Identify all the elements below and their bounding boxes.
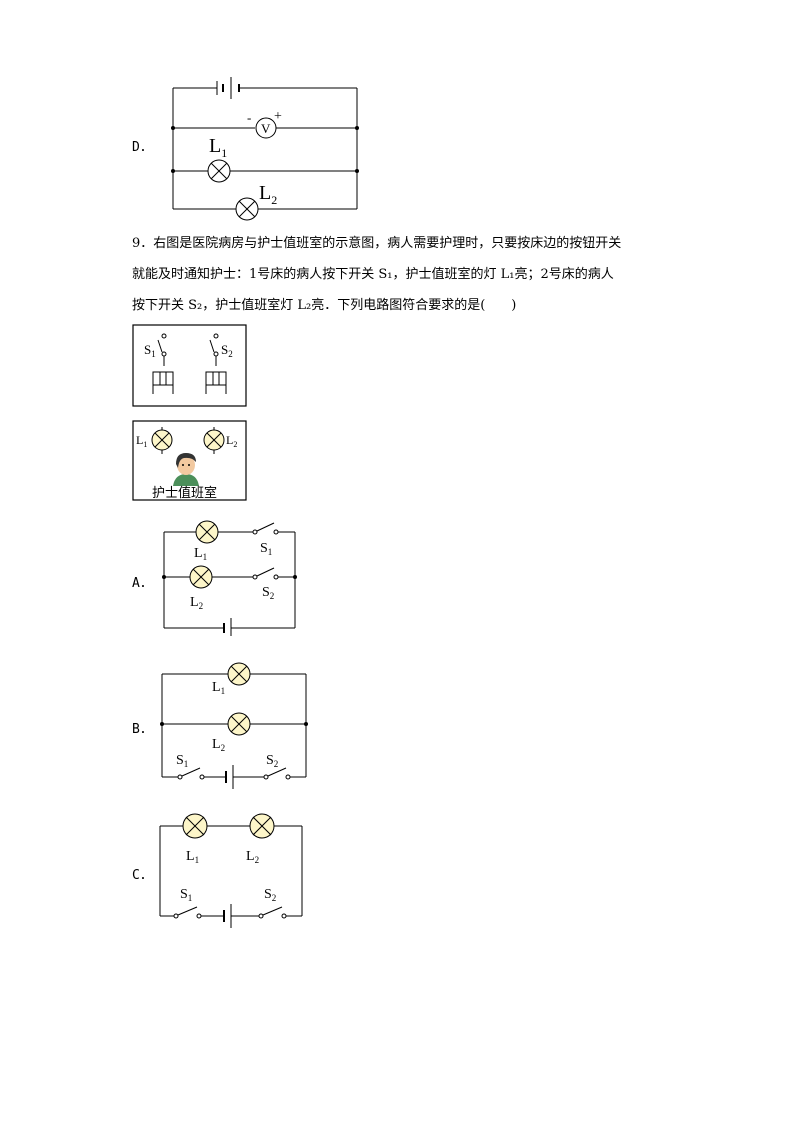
option-b-s1-label: S1 xyxy=(176,753,188,769)
nurse-room-l1-label: L1 xyxy=(136,433,147,449)
option-a-circuit: L1 S1 L2 S2 xyxy=(162,520,297,636)
voltmeter-negative-label: - xyxy=(247,110,251,125)
voltmeter-positive-label: + xyxy=(274,109,282,124)
option-b-circuit: L1 L2 S1 S2 xyxy=(160,662,308,789)
nurse-room-l2-label: L2 xyxy=(226,433,237,449)
option-b-l1-label: L1 xyxy=(212,680,225,696)
lamp-l1-label: L1 xyxy=(209,135,227,160)
option-a-s2-label: S2 xyxy=(262,585,274,601)
ward-figure: S1 S2 xyxy=(132,324,247,407)
option-c-label[interactable]: C． xyxy=(132,868,153,883)
option-d-circuit: - V + L1 L2 xyxy=(171,77,359,221)
option-b-l2-label: L2 xyxy=(212,737,225,753)
option-b-s2-label: S2 xyxy=(266,753,278,769)
nurse-room-figure: L1 L2 护士值班室 xyxy=(132,420,247,501)
ward-s2-label: S2 xyxy=(221,342,233,359)
lamp-l2-label: L2 xyxy=(259,182,277,207)
nurse-room-caption: 护士值班室 xyxy=(152,485,217,500)
option-c-l2-label: L2 xyxy=(246,849,259,865)
question-9-line-3: 按下开关 S₂，护士值班室灯 L₂亮．下列电路图符合要求的是( ) xyxy=(132,298,517,313)
option-c-s2-label: S2 xyxy=(264,887,276,903)
option-c-s1-label: S1 xyxy=(180,887,192,903)
option-a-l2-label: L2 xyxy=(190,595,203,611)
option-a-s1-label: S1 xyxy=(260,541,272,557)
option-b-label[interactable]: B． xyxy=(132,722,153,737)
question-9-line-1: 9．右图是医院病房与护士值班室的示意图，病人需要护理时，只要按床边的按钮开关 xyxy=(132,236,622,251)
option-c-circuit: L1 L2 S1 S2 xyxy=(159,813,303,928)
option-a-l1-label: L1 xyxy=(194,546,207,562)
nurse-icon xyxy=(173,453,199,486)
question-9-line-2: 就能及时通知护士：1号床的病人按下开关 S₁，护士值班室的灯 L₁亮；2号床的病… xyxy=(132,267,614,282)
voltmeter-symbol: V xyxy=(261,121,271,136)
ward-s1-label: S1 xyxy=(144,342,156,359)
option-c-l1-label: L1 xyxy=(186,849,199,865)
option-d-label[interactable]: D． xyxy=(132,140,153,155)
option-a-label[interactable]: A． xyxy=(132,576,153,591)
